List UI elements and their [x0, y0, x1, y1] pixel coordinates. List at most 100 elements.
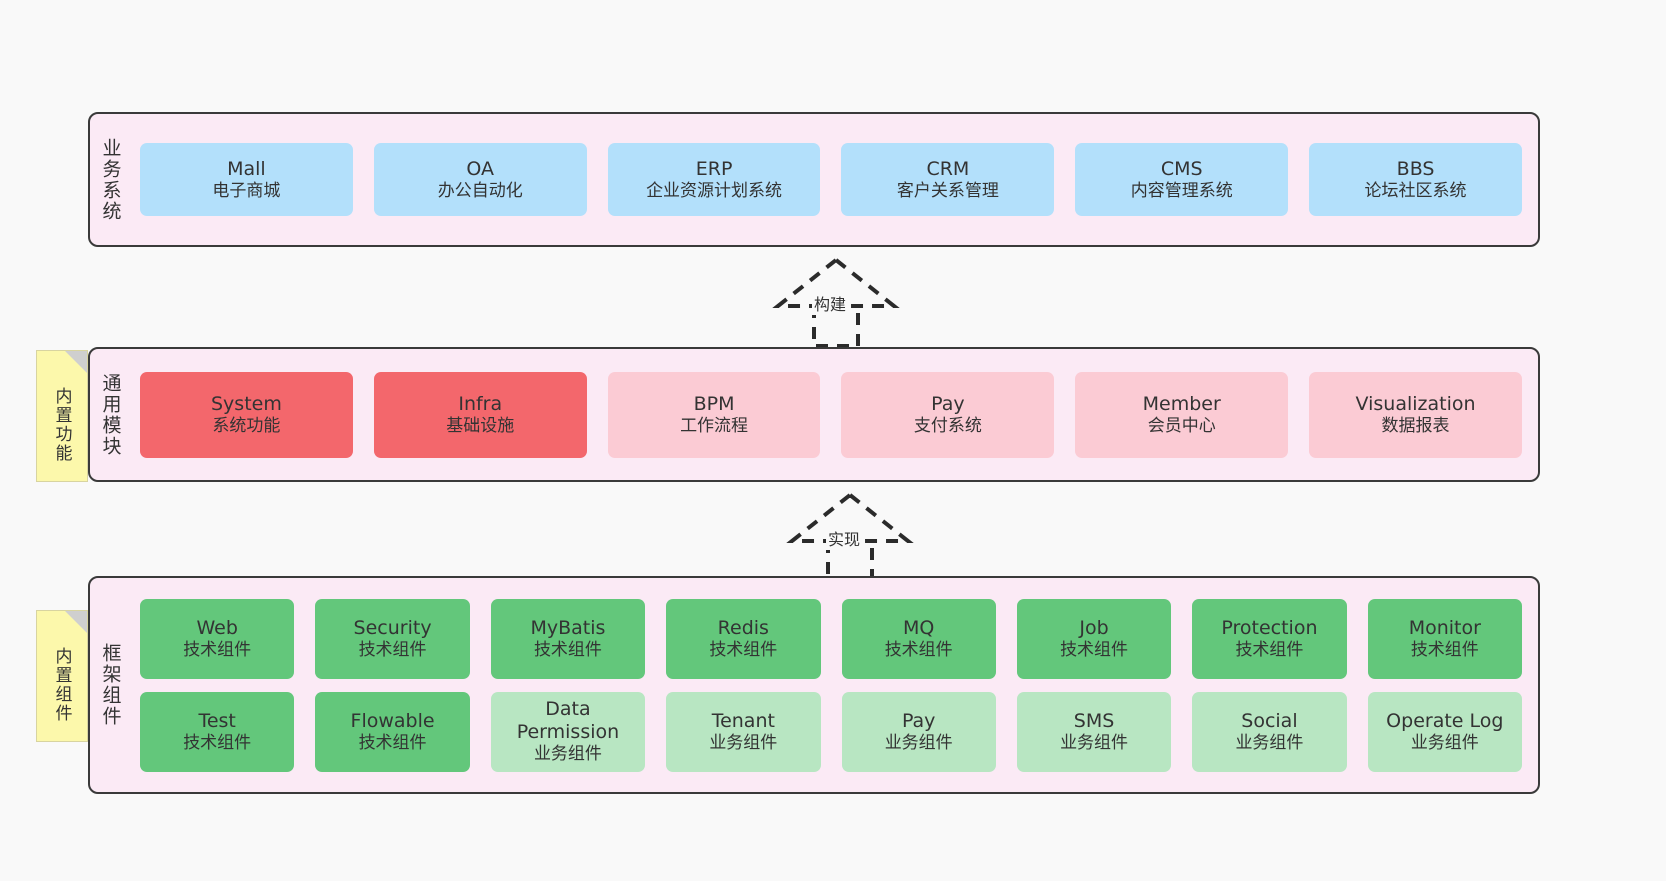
business-card-mall[interactable]: Mall 电子商城: [140, 143, 353, 216]
module-card-member[interactable]: Member 会员中心: [1075, 371, 1289, 458]
framework-card-mq-cn: 技术组件: [884, 639, 953, 660]
framework-card-social-en: Social: [1241, 709, 1298, 732]
layer-general-module: 通用模块 System 系统功能 Infra 基础设施 BPM 工作流程 Pay…: [88, 347, 1540, 482]
business-card-crm[interactable]: CRM 客户关系管理: [841, 143, 1055, 216]
module-card-visualization[interactable]: Visualization 数据报表: [1309, 371, 1522, 458]
framework-card-monitor[interactable]: Monitor 技术组件: [1367, 598, 1522, 679]
framework-component-row-1: Web 技术组件 Security 技术组件 MyBatis 技术组件 Redi…: [140, 598, 1522, 679]
framework-card-security-en: Security: [353, 616, 432, 639]
connector-build-label: 构建: [812, 291, 849, 315]
framework-card-mybatis[interactable]: MyBatis 技术组件: [490, 598, 646, 679]
framework-card-data-permission-cn: 业务组件: [533, 744, 602, 765]
module-card-infra-cn: 基础设施: [446, 415, 515, 436]
framework-card-social[interactable]: Social 业务组件: [1192, 691, 1347, 772]
layer-business-system: 业务系统 Mall 电子商城 OA 办公自动化 ERP 企业资源计划系统 CRM…: [88, 112, 1540, 247]
framework-card-social-cn: 业务组件: [1235, 732, 1304, 753]
module-card-member-en: Member: [1142, 392, 1221, 415]
module-card-pay-cn: 支付系统: [913, 415, 982, 436]
framework-card-flowable-cn: 技术组件: [358, 732, 427, 753]
business-card-erp-en: ERP: [695, 157, 733, 180]
framework-card-monitor-cn: 技术组件: [1410, 639, 1479, 660]
business-card-bbs-en: BBS: [1396, 157, 1435, 180]
module-card-infra-en: Infra: [458, 392, 503, 415]
framework-card-mq-en: MQ: [903, 616, 935, 639]
module-card-infra[interactable]: Infra 基础设施: [373, 371, 587, 458]
module-card-visualization-cn: 数据报表: [1381, 415, 1450, 436]
framework-card-monitor-en: Monitor: [1408, 616, 1481, 639]
layer-general-module-body: System 系统功能 Infra 基础设施 BPM 工作流程 Pay 支付系统…: [132, 349, 1538, 480]
connector-implement: 实现: [770, 492, 930, 583]
business-card-oa-cn: 办公自动化: [437, 180, 523, 201]
module-card-bpm[interactable]: BPM 工作流程: [607, 371, 821, 458]
framework-card-redis[interactable]: Redis 技术组件: [666, 598, 821, 679]
framework-card-pay[interactable]: Pay 业务组件: [841, 691, 996, 772]
framework-card-job-cn: 技术组件: [1060, 639, 1129, 660]
framework-card-web-en: Web: [196, 616, 238, 639]
framework-card-protection-cn: 技术组件: [1235, 639, 1304, 660]
framework-card-job[interactable]: Job 技术组件: [1016, 598, 1172, 679]
business-card-mall-en: Mall: [227, 157, 266, 180]
layer-framework-component: 框架组件 Web 技术组件 Security 技术组件 MyBatis 技术组件…: [88, 576, 1540, 794]
business-card-bbs[interactable]: BBS 论坛社区系统: [1309, 143, 1522, 216]
note-builtin-components: 内置组件: [36, 610, 88, 742]
layer-business-system-body: Mall 电子商城 OA 办公自动化 ERP 企业资源计划系统 CRM 客户关系…: [132, 114, 1538, 245]
framework-card-tenant[interactable]: Tenant 业务组件: [666, 691, 821, 772]
module-card-visualization-en: Visualization: [1355, 392, 1476, 415]
layer-framework-component-body: Web 技术组件 Security 技术组件 MyBatis 技术组件 Redi…: [132, 578, 1538, 792]
framework-card-pay-en: Pay: [901, 709, 936, 732]
framework-card-mq[interactable]: MQ 技术组件: [841, 598, 996, 679]
framework-card-security[interactable]: Security 技术组件: [315, 598, 470, 679]
business-card-cms-cn: 内容管理系统: [1130, 180, 1233, 201]
connector-implement-label: 实现: [826, 526, 863, 550]
framework-card-flowable-en: Flowable: [350, 709, 435, 732]
framework-card-operate-log-en: Operate Log: [1386, 709, 1504, 732]
framework-card-mybatis-cn: 技术组件: [533, 639, 602, 660]
framework-card-pay-cn: 业务组件: [884, 732, 953, 753]
framework-card-tenant-en: Tenant: [711, 709, 775, 732]
framework-card-redis-en: Redis: [717, 616, 769, 639]
layer-framework-component-title: 框架组件: [99, 643, 122, 727]
module-card-member-cn: 会员中心: [1147, 415, 1216, 436]
framework-card-operate-log[interactable]: Operate Log 业务组件: [1367, 691, 1522, 772]
business-card-cms-en: CMS: [1160, 157, 1203, 180]
framework-card-protection[interactable]: Protection 技术组件: [1192, 598, 1347, 679]
module-card-system-en: System: [210, 392, 282, 415]
layer-general-module-title: 通用模块: [99, 372, 122, 457]
note-builtin-components-text: 内置组件: [51, 647, 72, 723]
framework-card-test[interactable]: Test 技术组件: [140, 691, 295, 772]
module-card-bpm-en: BPM: [693, 392, 735, 415]
module-card-system-cn: 系统功能: [212, 415, 281, 436]
framework-card-data-permission[interactable]: Data Permission 业务组件: [490, 691, 646, 772]
framework-card-flowable[interactable]: Flowable 技术组件: [315, 691, 470, 772]
business-card-mall-cn: 电子商城: [212, 180, 281, 201]
module-card-system[interactable]: System 系统功能: [140, 371, 353, 458]
note-fold-icon: [65, 611, 87, 633]
module-card-bpm-cn: 工作流程: [680, 415, 749, 436]
general-module-row: System 系统功能 Infra 基础设施 BPM 工作流程 Pay 支付系统…: [140, 371, 1522, 458]
note-fold-icon: [65, 351, 87, 373]
framework-card-redis-cn: 技术组件: [709, 639, 778, 660]
business-card-oa-en: OA: [466, 157, 495, 180]
connector-build: 构建: [756, 257, 916, 348]
note-builtin-functions: 内置功能: [36, 350, 88, 482]
framework-card-security-cn: 技术组件: [358, 639, 427, 660]
business-card-cms[interactable]: CMS 内容管理系统: [1075, 143, 1289, 216]
framework-card-tenant-cn: 业务组件: [709, 732, 778, 753]
business-card-oa[interactable]: OA 办公自动化: [373, 143, 587, 216]
framework-card-job-en: Job: [1079, 616, 1109, 639]
business-card-crm-en: CRM: [926, 157, 970, 180]
framework-card-operate-log-cn: 业务组件: [1410, 732, 1479, 753]
business-card-bbs-cn: 论坛社区系统: [1364, 180, 1467, 201]
layer-business-system-title: 业务系统: [99, 137, 122, 222]
framework-card-mybatis-en: MyBatis: [530, 616, 606, 639]
business-card-erp[interactable]: ERP 企业资源计划系统: [607, 143, 821, 216]
module-card-pay[interactable]: Pay 支付系统: [841, 371, 1055, 458]
framework-card-web[interactable]: Web 技术组件: [140, 598, 295, 679]
framework-component-row-2: Test 技术组件 Flowable 技术组件 Data Permission …: [140, 691, 1522, 772]
framework-card-test-cn: 技术组件: [183, 732, 252, 753]
framework-card-sms[interactable]: SMS 业务组件: [1016, 691, 1172, 772]
business-card-erp-cn: 企业资源计划系统: [646, 180, 783, 201]
framework-card-web-cn: 技术组件: [183, 639, 252, 660]
framework-card-protection-en: Protection: [1221, 616, 1318, 639]
